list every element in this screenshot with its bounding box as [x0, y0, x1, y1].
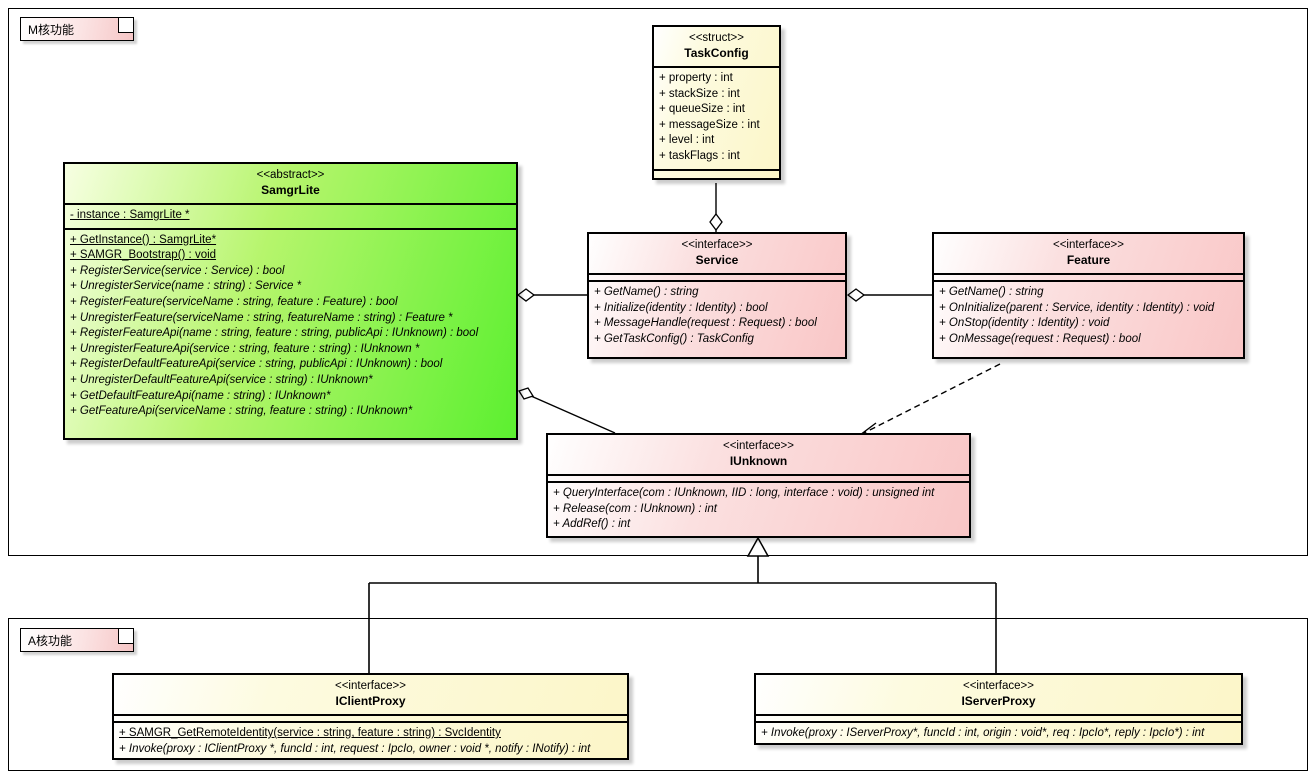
operation: + RegisterFeature(serviceName : string, … [70, 295, 398, 308]
class-box-iunknown[interactable]: <<interface>> IUnknown + QueryInterface(… [546, 433, 971, 538]
operation: + GetFeatureApi(serviceName : string, fe… [70, 405, 413, 418]
class-name: Feature [1066, 253, 1111, 267]
operation: + Invoke(proxy : IServerProxy*, funcId :… [761, 727, 1205, 739]
class-stereotype: <<struct>> [689, 32, 744, 44]
operation: + SAMGR_GetRemoteIdentity(service : stri… [119, 727, 501, 739]
class-name: Service [695, 253, 739, 267]
class-header: <<interface>> IUnknown [548, 435, 969, 476]
attributes-compartment [934, 275, 1243, 282]
operations-compartment: + QueryInterface(com : IUnknown, IID : l… [548, 483, 969, 536]
attributes-compartment [548, 476, 969, 483]
package-fold-icon [118, 629, 133, 644]
class-stereotype: <<interface>> [723, 440, 794, 452]
operation: + SAMGR_Bootstrap() : void [70, 249, 217, 262]
class-name: IClientProxy [335, 694, 406, 708]
operation: + GetName() : string [594, 286, 699, 298]
operation: + RegisterDefaultFeatureApi(service : st… [70, 358, 443, 371]
operation: + UnregisterService(name : string) : Ser… [70, 280, 302, 293]
operation: + UnregisterFeatureApi(service : string,… [70, 342, 420, 355]
operations-compartment: + GetInstance() : SamgrLite* + SAMGR_Boo… [65, 230, 516, 424]
operation: + OnMessage(request : Request) : bool [939, 332, 1141, 345]
operation: + GetTaskConfig() : TaskConfig [594, 332, 754, 345]
class-name: IUnknown [729, 454, 788, 468]
attribute: + taskFlags : int [659, 149, 740, 162]
attribute: - instance : SamgrLite * [70, 209, 190, 221]
operations-compartment [654, 171, 779, 176]
class-stereotype: <<interface>> [681, 239, 753, 251]
class-name: SamgrLite [261, 183, 320, 197]
operation: + OnStop(identity : Identity) : void [939, 317, 1110, 330]
operation: + GetDefaultFeatureApi(name : string) : … [70, 389, 331, 402]
operation: + QueryInterface(com : IUnknown, IID : l… [553, 487, 935, 499]
package-a-label: A核功能 [28, 634, 73, 648]
operation: + Invoke(proxy : IClientProxy *, funcId … [119, 742, 591, 755]
operation: + OnInitialize(parent : Service, identit… [939, 301, 1215, 314]
operation: + Initialize(identity : Identity) : bool [594, 301, 768, 314]
operation: + AddRef() : int [553, 518, 631, 531]
operations-compartment: + GetName() : string + OnInitialize(pare… [934, 282, 1243, 351]
operations-compartment: + GetName() : string + Initialize(identi… [589, 282, 845, 351]
class-header: <<interface>> Feature [934, 234, 1243, 275]
class-header: <<interface>> IServerProxy [756, 675, 1241, 716]
package-m-tab[interactable]: M核功能 [20, 17, 134, 41]
operation: + RegisterService(service : Service) : b… [70, 264, 285, 277]
class-name: TaskConfig [684, 46, 749, 60]
class-header: <<abstract>> SamgrLite [65, 164, 516, 205]
operations-compartment: + Invoke(proxy : IServerProxy*, funcId :… [756, 723, 1241, 743]
package-a-tab[interactable]: A核功能 [20, 628, 134, 652]
class-name: IServerProxy [961, 694, 1036, 708]
attribute: + queueSize : int [659, 103, 745, 116]
class-box-service[interactable]: <<interface>> Service + GetName() : stri… [587, 232, 847, 359]
class-header: <<interface>> IClientProxy [114, 675, 627, 716]
class-box-feature[interactable]: <<interface>> Feature + GetName() : stri… [932, 232, 1245, 359]
operation: + UnregisterDefaultFeatureApi(service : … [70, 373, 373, 386]
attributes-compartment [114, 716, 627, 723]
class-box-iserverproxy[interactable]: <<interface>> IServerProxy + Invoke(prox… [754, 673, 1243, 745]
operation: + GetInstance() : SamgrLite* [70, 233, 217, 246]
attributes-compartment: + property : int + stackSize : int + que… [654, 68, 779, 171]
class-stereotype: <<abstract>> [256, 169, 325, 181]
class-box-taskconfig[interactable]: <<struct>> TaskConfig + property : int +… [652, 25, 781, 180]
attributes-compartment: - instance : SamgrLite * [65, 205, 516, 230]
operation: + Release(com : IUnknown) : int [553, 502, 717, 515]
attribute: + messageSize : int [659, 118, 760, 131]
class-header: <<struct>> TaskConfig [654, 27, 779, 68]
attribute: + stackSize : int [659, 87, 740, 100]
class-header: <<interface>> Service [589, 234, 845, 275]
class-stereotype: <<interface>> [335, 680, 406, 692]
class-box-samgrlite[interactable]: <<abstract>> SamgrLite - instance : Samg… [63, 162, 518, 440]
attributes-compartment [589, 275, 845, 282]
package-m-label: M核功能 [28, 23, 74, 37]
attribute: + level : int [659, 134, 715, 147]
package-fold-icon [118, 18, 133, 33]
operation: + UnregisterFeature(serviceName : string… [70, 311, 453, 324]
class-stereotype: <<interface>> [963, 680, 1034, 692]
operation: + RegisterFeatureApi(name : string, feat… [70, 327, 479, 340]
attribute: + property : int [659, 72, 733, 84]
class-stereotype: <<interface>> [1053, 239, 1124, 251]
operations-compartment: + SAMGR_GetRemoteIdentity(service : stri… [114, 723, 627, 758]
operation: + MessageHandle(request : Request) : boo… [594, 317, 817, 330]
attributes-compartment [756, 716, 1241, 723]
class-box-iclientproxy[interactable]: <<interface>> IClientProxy + SAMGR_GetRe… [112, 673, 629, 760]
operation: + GetName() : string [939, 286, 1044, 298]
